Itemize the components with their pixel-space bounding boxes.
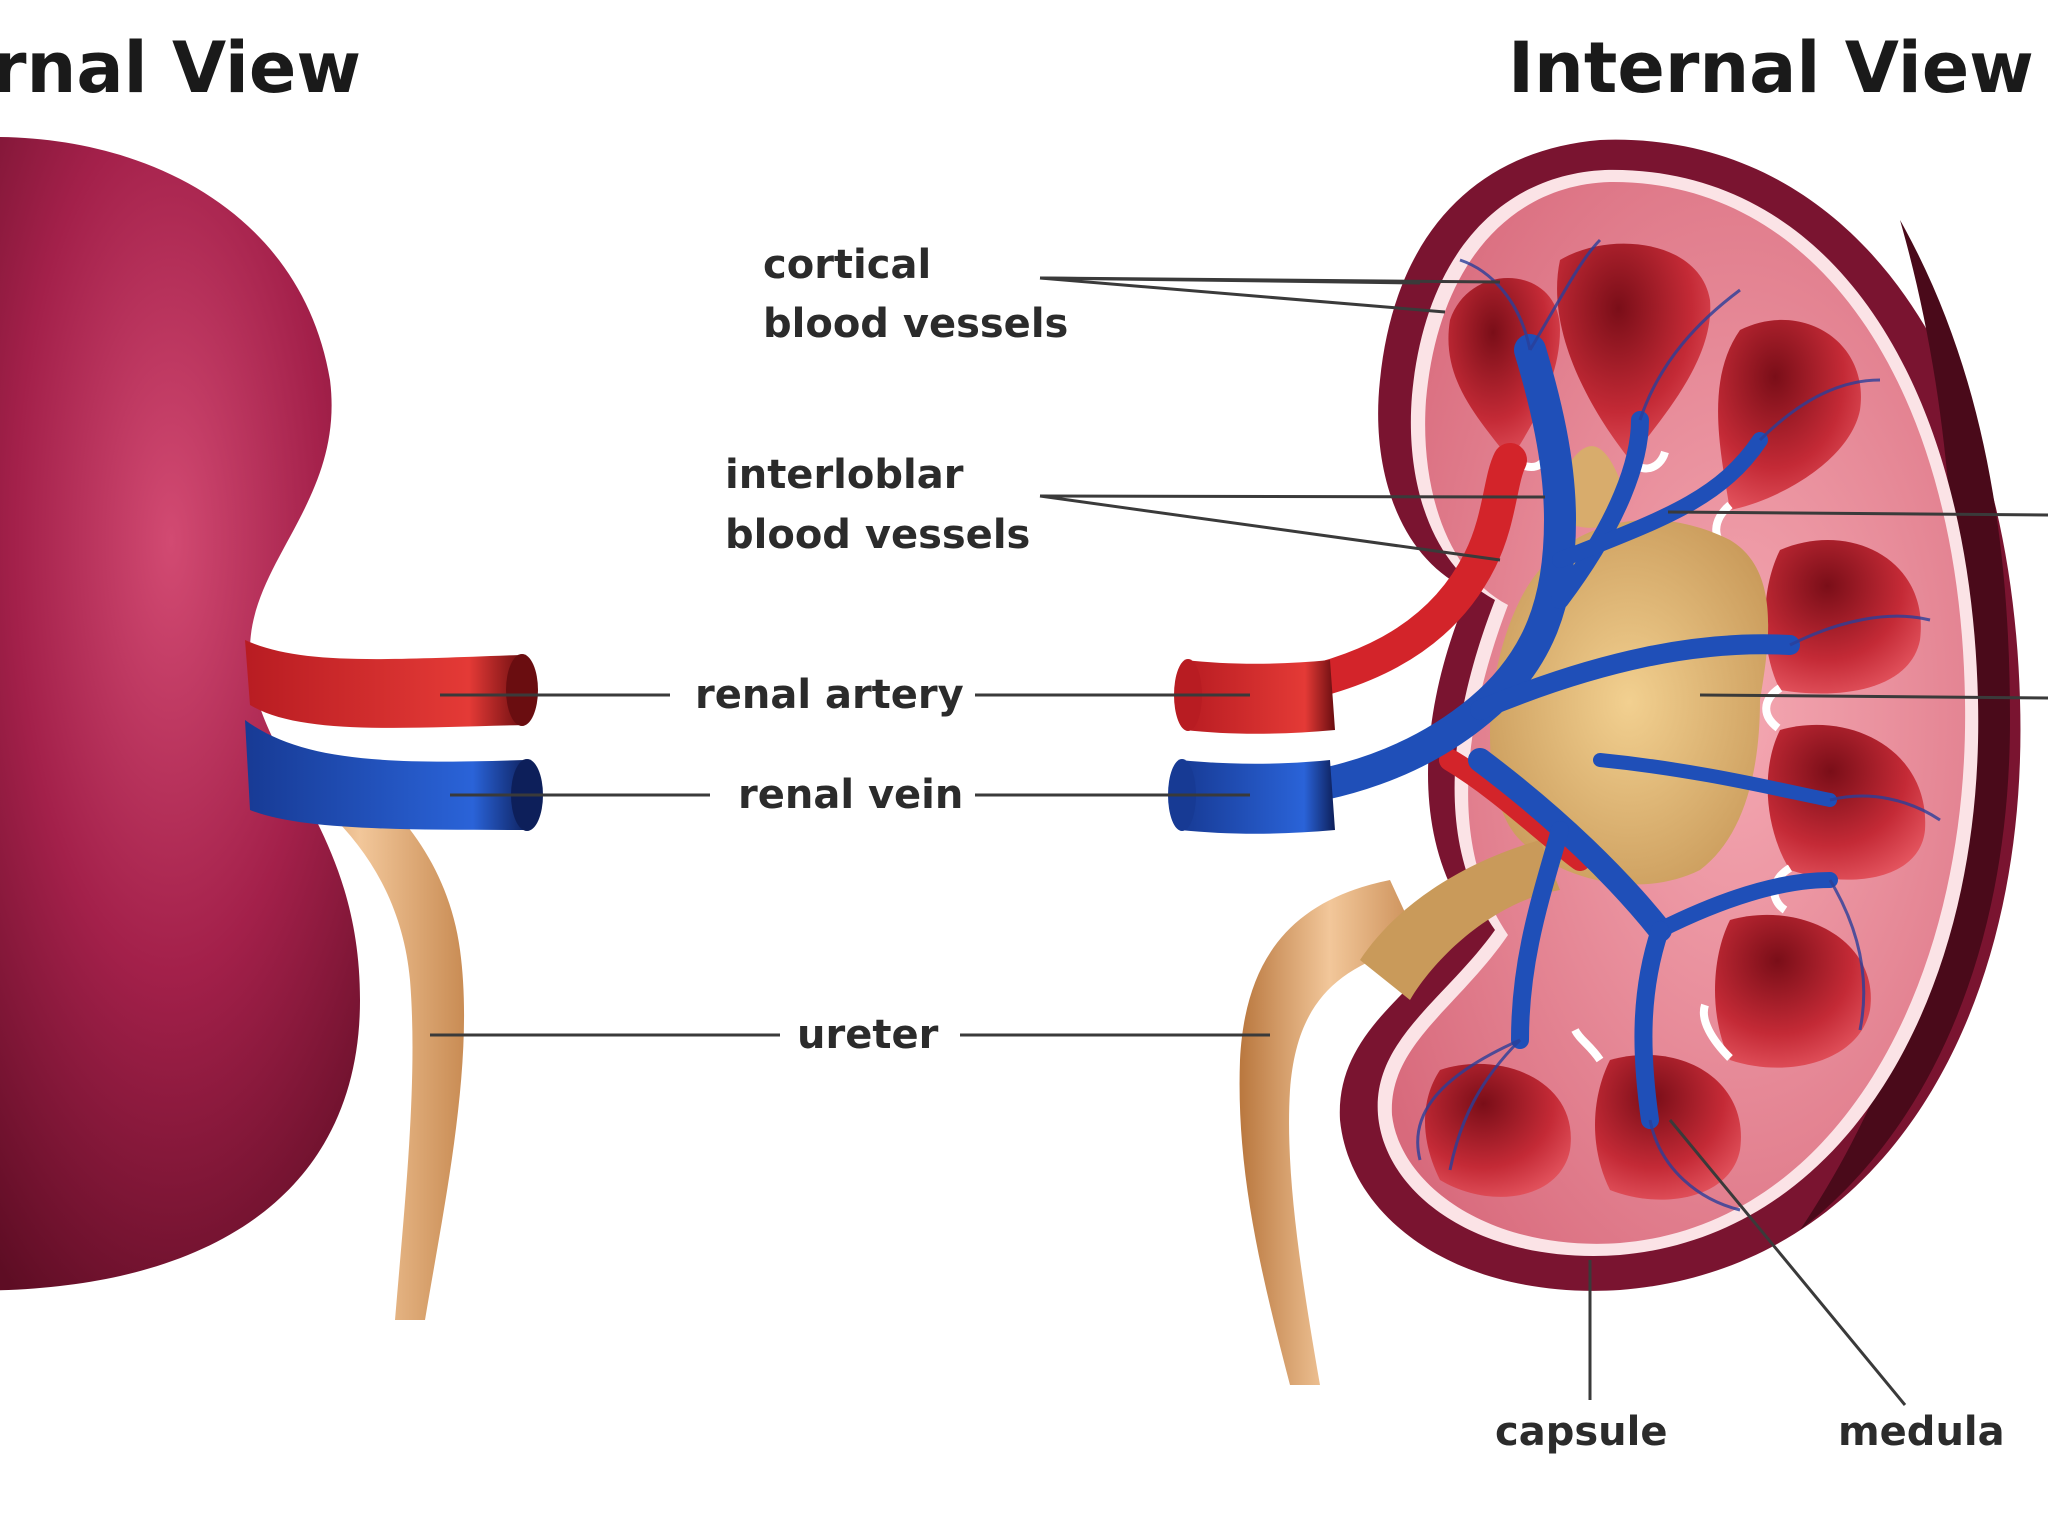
label-interlobar-line1: interloblar <box>725 452 964 498</box>
external-ureter <box>255 755 465 1320</box>
internal-renal-artery <box>1185 660 1335 734</box>
internal-renal-vein <box>1180 760 1335 834</box>
label-renal-artery: renal artery <box>695 672 964 718</box>
external-kidney-body <box>0 137 360 1291</box>
internal-veins <box>1224 334 1838 1129</box>
labels: cortical blood vessels interloblar blood… <box>695 242 2005 1455</box>
internal-kidney <box>1168 139 2021 1385</box>
internal-ureter <box>1239 880 1420 1385</box>
label-ureter: ureter <box>797 1012 939 1058</box>
label-cortical-line1: cortical <box>763 242 931 288</box>
leader-lines <box>430 276 2048 1406</box>
external-renal-vein <box>245 720 530 830</box>
label-cortical-line2: blood vessels <box>763 301 1068 347</box>
label-renal-vein: renal vein <box>738 772 963 818</box>
external-view-title: rnal View <box>0 27 361 109</box>
external-renal-artery <box>245 640 525 728</box>
internal-view-title: Internal View <box>1508 27 2034 109</box>
label-interlobar-line2: blood vessels <box>725 512 1030 558</box>
label-medula: medula <box>1838 1409 2005 1455</box>
label-capsule: capsule <box>1495 1409 1667 1455</box>
external-kidney <box>0 137 543 1320</box>
